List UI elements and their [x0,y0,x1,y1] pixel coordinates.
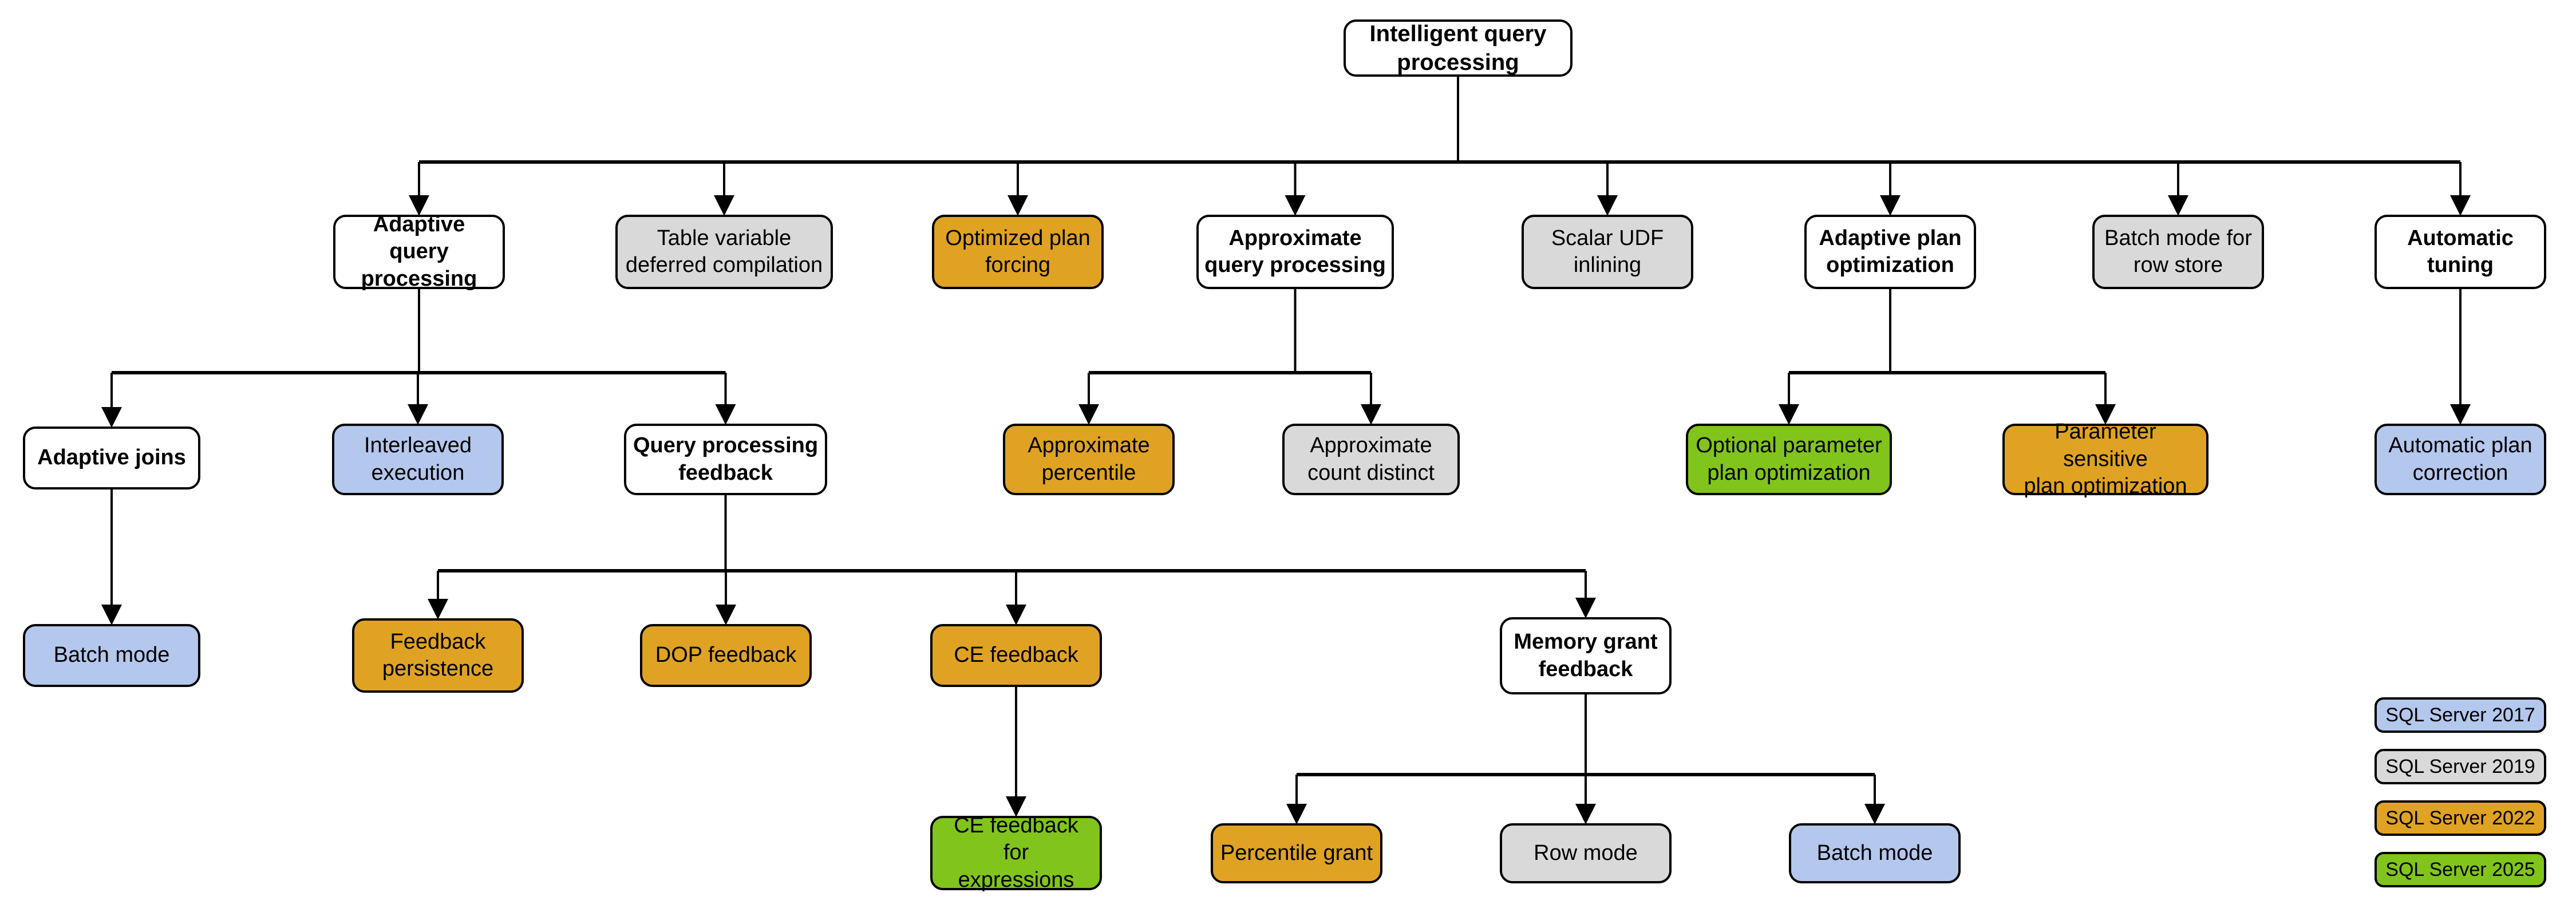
node-label: Row mode [1534,840,1638,865]
node-label: Batch mode [1816,840,1933,865]
node-label: Intelligent query processing [1369,21,1547,75]
legend-item-label: SQL Server 2019 [2385,755,2535,777]
node-label: CE feedback for expressions [954,813,1078,892]
legend-item-label: SQL Server 2022 [2385,807,2535,829]
node-adaptive-joins[interactable]: Adaptive joins [23,427,200,489]
node-adaptive-query-processing[interactable]: Adaptive query processing [333,212,505,291]
legend-item-sql-server-2019: SQL Server 2019 [2374,749,2546,784]
legend-item-sql-server-2025: SQL Server 2025 [2374,852,2546,887]
node-parameter-sensitive-plan-optimization[interactable]: Parameter sensitive plan optimization [2002,420,2208,498]
node-label: Percentile grant [1220,840,1373,865]
node-dop-feedback[interactable]: DOP feedback [640,624,812,687]
node-automatic-plan-correction[interactable]: Automatic plan correction [2374,424,2546,495]
node-label: Adaptive plan optimization [1819,226,1962,278]
legend-item-sql-server-2022: SQL Server 2022 [2374,800,2546,836]
node-batch-mode-memory-grant[interactable]: Batch mode [1789,823,1961,883]
node-label: Batch mode [53,643,170,668]
legend-item-sql-server-2017: SQL Server 2017 [2374,697,2546,733]
node-query-processing-feedback[interactable]: Query processing feedback [624,424,827,495]
node-scalar-udf-inlining[interactable]: Scalar UDF inlining [1522,215,1693,289]
node-adaptive-plan-optimization[interactable]: Adaptive plan optimization [1804,215,1976,289]
node-label: DOP feedback [655,643,797,668]
legend-item-label: SQL Server 2025 [2385,858,2535,881]
node-ce-feedback-for-expressions[interactable]: CE feedback for expressions [930,814,1102,892]
node-label: Approximate query processing [1204,226,1386,278]
node-row-mode[interactable]: Row mode [1500,823,1672,883]
node-label: Approximate percentile [1028,433,1150,485]
node-label: Optional parameter plan optimization [1696,433,1882,485]
node-label: Parameter sensitive plan optimization [2024,420,2187,499]
node-feedback-persistence[interactable]: Feedback persistence [352,618,524,693]
node-ce-feedback[interactable]: CE feedback [930,624,1102,687]
node-label: Automatic plan correction [2388,433,2532,485]
node-label: Adaptive query processing [361,212,477,291]
node-label: Table variable deferred compilation [625,226,823,278]
legend-item-label: SQL Server 2017 [2385,704,2535,726]
node-label: Query processing feedback [633,433,819,485]
node-batch-mode-adaptive[interactable]: Batch mode [23,624,200,687]
node-approximate-count-distinct[interactable]: Approximate count distinct [1282,424,1460,495]
node-label: Scalar UDF inlining [1551,226,1664,278]
node-automatic-tuning[interactable]: Automatic tuning [2374,215,2546,289]
node-interleaved-execution[interactable]: Interleaved execution [332,424,504,495]
node-label: Approximate count distinct [1307,433,1435,485]
node-approximate-percentile[interactable]: Approximate percentile [1003,424,1175,495]
node-memory-grant-feedback[interactable]: Memory grant feedback [1500,617,1672,694]
node-label: Feedback persistence [382,629,494,681]
node-label: Automatic tuning [2407,226,2514,278]
node-label: Batch mode for row store [2104,226,2252,278]
node-optimized-plan-forcing[interactable]: Optimized plan forcing [932,215,1104,289]
node-batch-mode-for-row-store[interactable]: Batch mode for row store [2092,215,2264,289]
node-label: CE feedback [954,643,1078,668]
node-percentile-grant[interactable]: Percentile grant [1211,823,1382,883]
node-label: Memory grant feedback [1514,630,1658,681]
node-optional-parameter-plan-optimization[interactable]: Optional parameter plan optimization [1686,424,1892,495]
node-label: Interleaved execution [364,433,472,485]
node-label: Adaptive joins [37,445,186,470]
node-root[interactable]: Intelligent query processing [1344,19,1573,77]
node-approximate-query-processing[interactable]: Approximate query processing [1196,215,1394,289]
node-table-variable-deferred-compilation[interactable]: Table variable deferred compilation [615,215,833,289]
node-label: Optimized plan forcing [945,226,1091,278]
